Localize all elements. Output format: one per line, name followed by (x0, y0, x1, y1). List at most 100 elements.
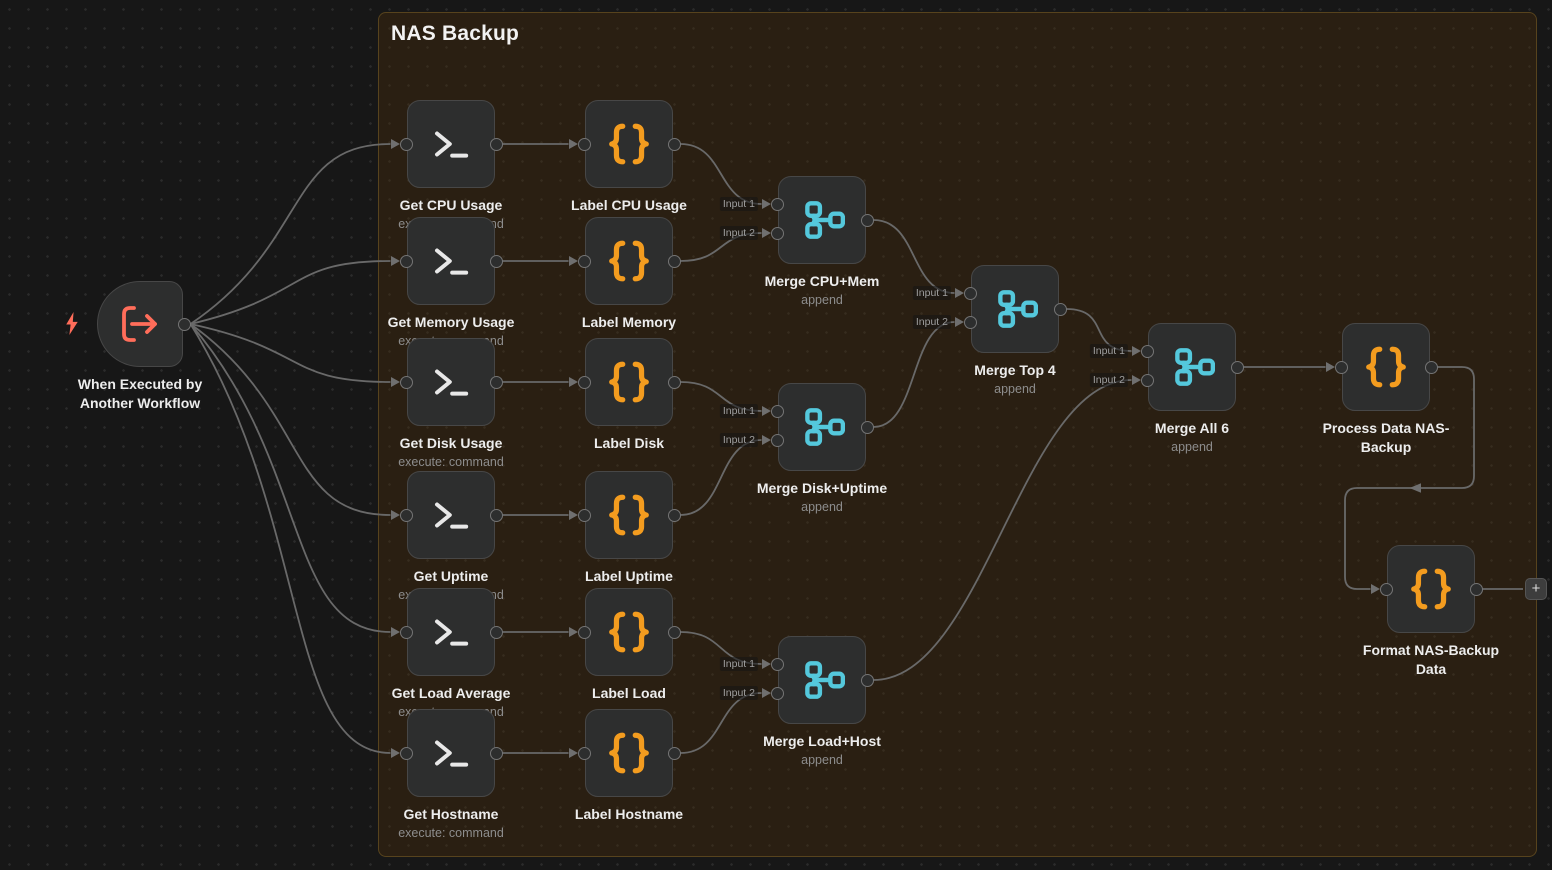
node-title: Get Memory Usage (371, 313, 531, 332)
node-get-cpu[interactable]: Get CPU Usage (407, 100, 495, 188)
input-arrow-icon (762, 228, 771, 238)
workflow-input-icon (117, 301, 163, 347)
input1-port-merge-cpu-mem[interactable] (771, 198, 784, 211)
input-port-label-load[interactable] (578, 626, 591, 639)
input-port-label-memory[interactable] (578, 255, 591, 268)
input-port-get-load[interactable] (400, 626, 413, 639)
input2-port-merge-all6[interactable] (1141, 374, 1154, 387)
node-merge-cpu-mem[interactable]: Input 1Input 2Merge CPU+Mem (778, 176, 866, 264)
node-label-hostname[interactable]: Label Hostname (585, 709, 673, 797)
connection-wire[interactable] (191, 324, 391, 753)
output-port-merge-all6[interactable] (1231, 361, 1244, 374)
output-port-merge-cpu-mem[interactable] (861, 214, 874, 227)
node-label-memory[interactable]: Label Memory (585, 217, 673, 305)
output-port-merge-top4[interactable] (1054, 303, 1067, 316)
node-format-data[interactable]: Format NAS-Backup Data (1387, 545, 1475, 633)
input-port-label-uptime[interactable] (578, 509, 591, 522)
node-get-hostname[interactable]: Get Hostname (407, 709, 495, 797)
output-port-get-disk[interactable] (490, 376, 503, 389)
input-port-process-data[interactable] (1335, 361, 1348, 374)
input2-port-merge-top4[interactable] (964, 316, 977, 329)
node-body-label-load[interactable] (585, 588, 673, 676)
output-port-process-data[interactable] (1425, 361, 1438, 374)
input-port-label-disk[interactable] (578, 376, 591, 389)
node-merge-disk-uptime[interactable]: Input 1Input 2Merge Disk+Uptime (778, 383, 866, 471)
input1-port-merge-all6[interactable] (1141, 345, 1154, 358)
node-label-load[interactable]: Label Load (585, 588, 673, 676)
node-merge-all6[interactable]: Input 1Input 2Merge All 6 (1148, 323, 1236, 411)
connection-wire[interactable] (874, 380, 1132, 680)
output-port-label-hostname[interactable] (668, 747, 681, 760)
code-braces-icon (605, 609, 653, 655)
output-port-format-data[interactable] (1470, 583, 1483, 596)
input-arrow-icon (762, 199, 771, 209)
node-body-label-memory[interactable] (585, 217, 673, 305)
output-port-trigger[interactable] (178, 318, 191, 331)
node-get-memory[interactable]: Get Memory Usage (407, 217, 495, 305)
node-merge-load-host[interactable]: Input 1Input 2Merge Load+Host (778, 636, 866, 724)
node-body-get-memory[interactable] (407, 217, 495, 305)
output-port-merge-disk-uptime[interactable] (861, 421, 874, 434)
add-node-button[interactable]: + (1525, 578, 1547, 600)
input2-port-merge-disk-uptime[interactable] (771, 434, 784, 447)
input-port-get-uptime[interactable] (400, 509, 413, 522)
output-port-label-cpu[interactable] (668, 138, 681, 151)
output-port-label-load[interactable] (668, 626, 681, 639)
node-label-cpu[interactable]: Label CPU Usage (585, 100, 673, 188)
node-body-label-disk[interactable] (585, 338, 673, 426)
node-body-merge-all6[interactable] (1148, 323, 1236, 411)
input-port-get-memory[interactable] (400, 255, 413, 268)
node-body-get-disk[interactable] (407, 338, 495, 426)
node-body-process-data[interactable] (1342, 323, 1430, 411)
output-port-get-memory[interactable] (490, 255, 503, 268)
node-label-uptime[interactable]: Label Uptime (585, 471, 673, 559)
input1-port-merge-disk-uptime[interactable] (771, 405, 784, 418)
node-body-get-hostname[interactable] (407, 709, 495, 797)
output-port-merge-load-host[interactable] (861, 674, 874, 687)
output-port-label-memory[interactable] (668, 255, 681, 268)
node-body-get-uptime[interactable] (407, 471, 495, 559)
output-port-label-disk[interactable] (668, 376, 681, 389)
connection-wire[interactable] (191, 261, 391, 324)
input-port-label-hostname[interactable] (578, 747, 591, 760)
input-port-get-disk[interactable] (400, 376, 413, 389)
port-label: Input 1 (720, 404, 758, 418)
node-body-merge-disk-uptime[interactable] (778, 383, 866, 471)
input2-port-merge-load-host[interactable] (771, 687, 784, 700)
input-port-get-cpu[interactable] (400, 138, 413, 151)
node-body-label-uptime[interactable] (585, 471, 673, 559)
node-body-format-data[interactable] (1387, 545, 1475, 633)
node-body-trigger[interactable] (97, 281, 183, 367)
input-port-label-cpu[interactable] (578, 138, 591, 151)
node-body-label-cpu[interactable] (585, 100, 673, 188)
node-label-disk[interactable]: Label Disk (585, 338, 673, 426)
output-port-get-cpu[interactable] (490, 138, 503, 151)
node-body-label-hostname[interactable] (585, 709, 673, 797)
output-port-get-hostname[interactable] (490, 747, 503, 760)
node-trigger[interactable]: When Executed by Another Workflow (97, 281, 183, 367)
node-process-data[interactable]: Process Data NAS-Backup (1342, 323, 1430, 411)
node-body-get-load[interactable] (407, 588, 495, 676)
input-port-get-hostname[interactable] (400, 747, 413, 760)
node-body-merge-cpu-mem[interactable] (778, 176, 866, 264)
output-port-get-uptime[interactable] (490, 509, 503, 522)
node-get-disk[interactable]: Get Disk Usage (407, 338, 495, 426)
connection-wire[interactable] (191, 324, 391, 515)
node-get-load[interactable]: Get Load Average (407, 588, 495, 676)
code-braces-icon (605, 359, 653, 405)
output-port-label-uptime[interactable] (668, 509, 681, 522)
connection-wire[interactable] (681, 144, 762, 204)
connection-wire[interactable] (191, 144, 391, 324)
input-port-format-data[interactable] (1380, 583, 1393, 596)
output-port-get-load[interactable] (490, 626, 503, 639)
node-get-uptime[interactable]: Get Uptime (407, 471, 495, 559)
node-body-merge-top4[interactable] (971, 265, 1059, 353)
node-body-get-cpu[interactable] (407, 100, 495, 188)
input1-port-merge-load-host[interactable] (771, 658, 784, 671)
input1-port-merge-top4[interactable] (964, 287, 977, 300)
input2-port-merge-cpu-mem[interactable] (771, 227, 784, 240)
node-body-merge-load-host[interactable] (778, 636, 866, 724)
node-merge-top4[interactable]: Input 1Input 2Merge Top 4 (971, 265, 1059, 353)
connection-wire[interactable] (191, 324, 391, 382)
